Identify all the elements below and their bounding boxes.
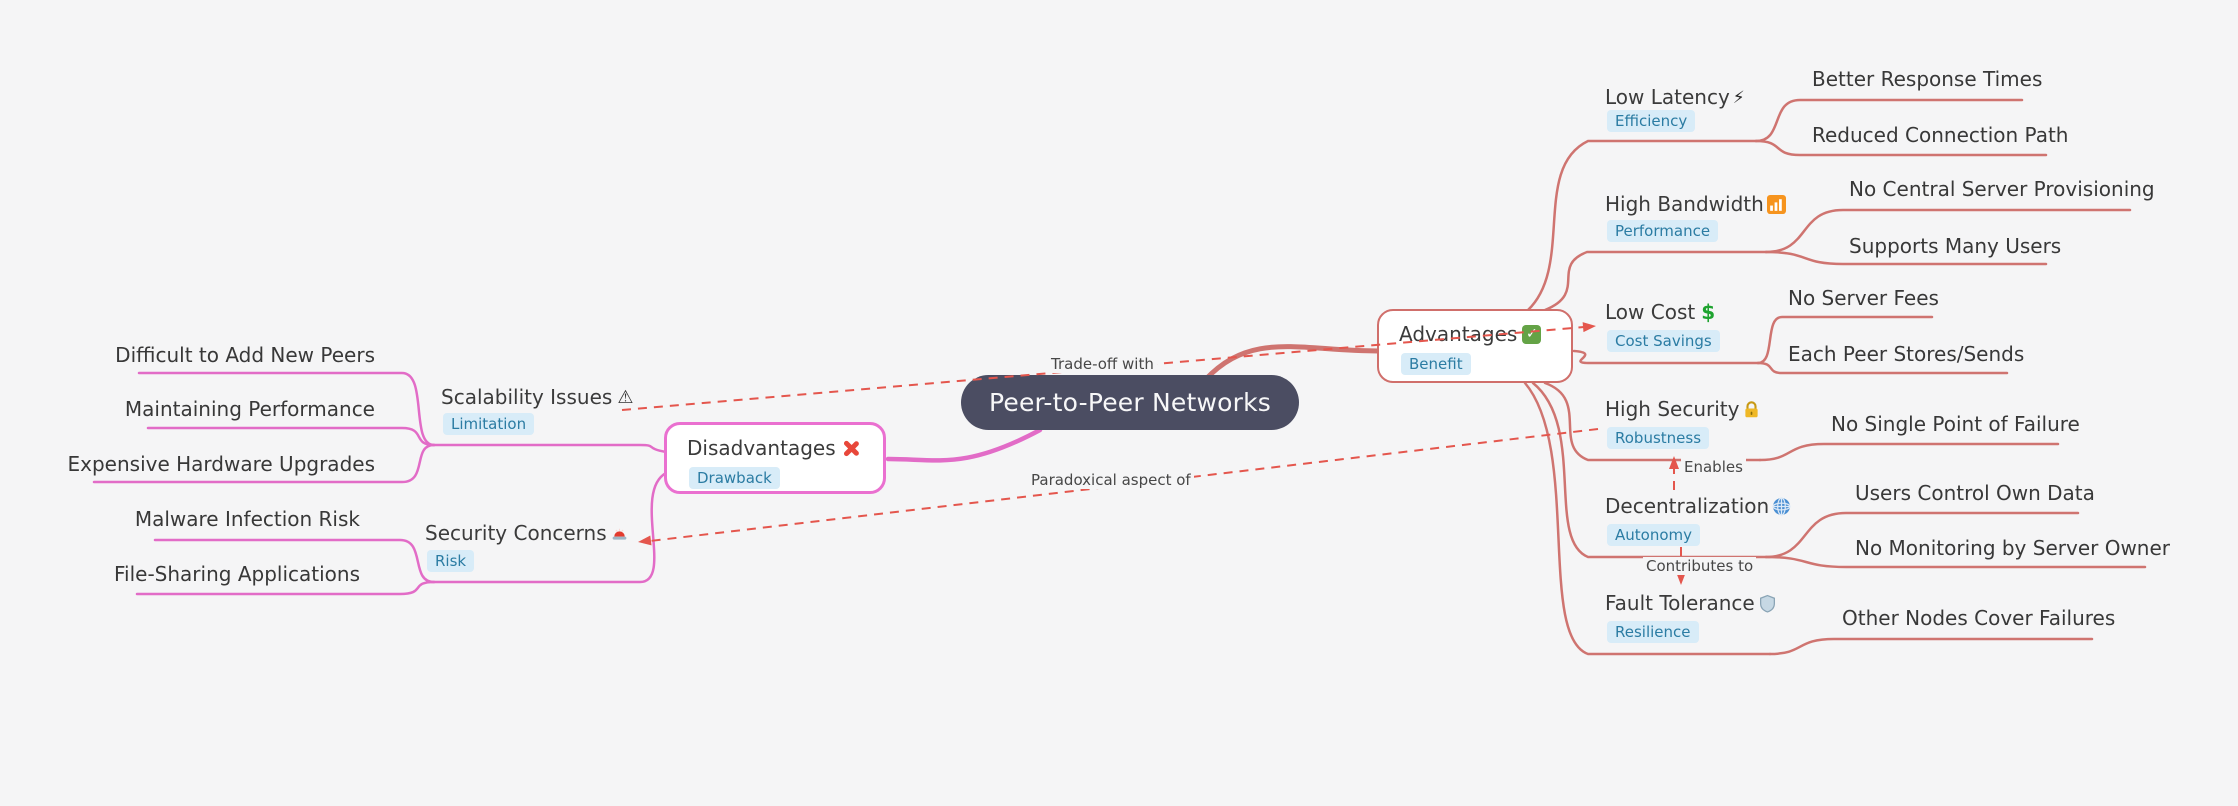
tag-autonomy: Autonomy <box>1607 524 1700 546</box>
disadvantages-node[interactable]: Disadvantages Drawback <box>664 422 886 494</box>
leaf-other-nodes-cover-failures[interactable]: Other Nodes Cover Failures <box>1842 606 2116 630</box>
association-label-contributes: Contributes to <box>1643 557 1757 575</box>
advantages-tag-badge: Benefit <box>1401 353 1471 375</box>
root-node-label: Peer-to-Peer Networks <box>988 388 1271 417</box>
leaf-file-sharing-applications[interactable]: File-Sharing Applications <box>114 562 360 586</box>
check-icon <box>1522 324 1542 344</box>
node-decentralization-label: Decentralization <box>1605 494 1770 518</box>
disadvantages-branch-lines <box>92 371 1043 596</box>
node-fault-tolerance[interactable]: Fault Tolerance <box>1605 590 1777 616</box>
leaf-reduced-connection-path[interactable]: Reduced Connection Path <box>1812 123 2069 147</box>
node-scalability-issues[interactable]: Scalability Issues <box>441 383 633 411</box>
leaf-expensive-hardware-upgrades[interactable]: Expensive Hardware Upgrades <box>67 452 375 476</box>
leaf-each-peer-stores-sends[interactable]: Each Peer Stores/Sends <box>1788 342 2025 366</box>
leaf-no-monitoring-by-server-owner[interactable]: No Monitoring by Server Owner <box>1855 536 2170 560</box>
leaf-difficult-to-add-new-peers[interactable]: Difficult to Add New Peers <box>115 343 375 367</box>
node-high-bandwidth[interactable]: High Bandwidth <box>1605 191 1786 217</box>
tag-robustness: Robustness <box>1607 427 1710 449</box>
bar-chart-icon <box>1766 194 1786 214</box>
association-label-trade-off: Trade-off with <box>1048 355 1157 373</box>
contributes-arrowhead <box>1676 572 1686 585</box>
node-fault-tolerance-label: Fault Tolerance <box>1605 591 1755 615</box>
advantages-node[interactable]: Advantages Benefit <box>1377 309 1573 383</box>
globe-icon <box>1772 496 1791 516</box>
leaf-better-response-times[interactable]: Better Response Times <box>1812 67 2043 91</box>
leaf-no-central-server-provisioning[interactable]: No Central Server Provisioning <box>1849 177 2155 201</box>
association-label-paradoxical: Paradoxical aspect of <box>1028 471 1194 489</box>
shield-icon <box>1759 594 1775 613</box>
leaf-no-server-fees[interactable]: No Server Fees <box>1788 286 1939 310</box>
enables-arrowhead <box>1669 456 1679 469</box>
leaf-no-single-point-of-failure[interactable]: No Single Point of Failure <box>1831 412 2080 436</box>
node-decentralization[interactable]: Decentralization <box>1605 493 1791 519</box>
node-scalability-issues-label: Scalability Issues <box>441 385 613 409</box>
paradoxical-arrowhead <box>638 535 652 546</box>
disadvantages-tag-badge: Drawback <box>689 467 780 489</box>
node-high-security[interactable]: High Security <box>1605 396 1761 422</box>
tag-risk: Risk <box>427 550 475 572</box>
siren-icon <box>612 528 627 540</box>
root-node[interactable]: Peer-to-Peer Networks <box>961 375 1299 430</box>
advantages-branch-lines <box>1202 98 2147 656</box>
node-security-concerns-label: Security Concerns <box>425 521 607 545</box>
node-high-security-label: High Security <box>1605 397 1740 421</box>
leaf-maintaining-performance[interactable]: Maintaining Performance <box>124 397 375 421</box>
node-low-latency-label: Low Latency <box>1605 85 1730 109</box>
tag-efficiency: Efficiency <box>1607 110 1696 132</box>
disadvantages-node-label: Disadvantages <box>687 436 836 460</box>
tag-performance: Performance <box>1607 220 1719 242</box>
node-low-cost[interactable]: Low Cost <box>1605 299 1715 325</box>
node-security-concerns[interactable]: Security Concerns <box>425 520 629 546</box>
node-low-cost-label: Low Cost <box>1605 300 1696 324</box>
tag-resilience: Resilience <box>1607 621 1699 643</box>
node-high-bandwidth-label: High Bandwidth <box>1605 192 1764 216</box>
node-low-latency[interactable]: Low Latency <box>1605 83 1745 111</box>
lock-icon <box>1745 400 1759 417</box>
association-label-enables: Enables <box>1681 458 1746 476</box>
leaf-supports-many-users[interactable]: Supports Many Users <box>1849 234 2062 258</box>
leaf-malware-infection-risk[interactable]: Malware Infection Risk <box>134 507 360 531</box>
leaf-users-control-own-data[interactable]: Users Control Own Data <box>1855 481 2095 505</box>
trade-off-arrowhead <box>1582 322 1596 333</box>
tag-limitation: Limitation <box>443 413 535 435</box>
tag-cost-savings: Cost Savings <box>1607 330 1720 352</box>
advantages-node-label: Advantages <box>1399 322 1518 346</box>
